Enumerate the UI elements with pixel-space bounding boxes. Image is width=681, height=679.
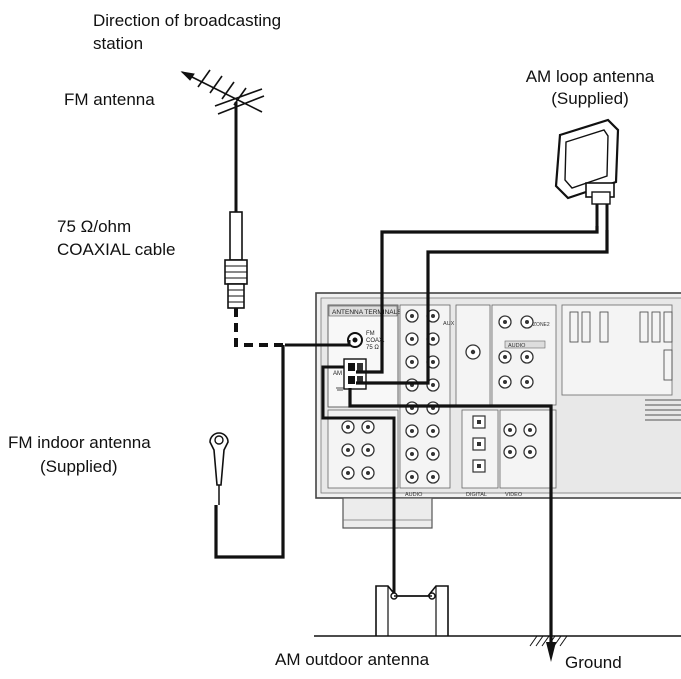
direction-label-line2: station	[93, 34, 144, 53]
am-terminal-text: AM	[333, 371, 342, 377]
video-text: VIDEO	[505, 492, 523, 498]
fm-terminal-text-1: FM	[366, 331, 375, 337]
coaxial-cable-label-line2: COAXIAL cable	[57, 240, 176, 259]
zone2-text: ZONE2	[533, 322, 550, 328]
fm-indoor-antenna-label-line1: FM indoor antenna	[8, 433, 151, 452]
coaxial-cable-dashed	[234, 308, 285, 347]
am-loop-antenna	[554, 118, 620, 230]
am-loop-wire-2	[356, 230, 609, 385]
ground-wire	[348, 388, 553, 642]
fm-terminal-text-2: COAX.	[366, 338, 385, 344]
fm-antenna	[180, 69, 265, 212]
fm-indoor-antenna	[209, 345, 285, 559]
antenna-terminals-title: ANTENNA TERMINALS	[332, 309, 402, 316]
coaxial-cable-label-line1: 75 Ω/ohm	[57, 217, 132, 236]
audio-text-2: AUDIO	[508, 343, 526, 349]
fm-indoor-antenna-label-line2: (Supplied)	[40, 457, 118, 476]
am-outdoor-antenna	[375, 585, 449, 636]
ground-stake	[546, 642, 556, 662]
fm-antenna-label: FM antenna	[64, 90, 155, 109]
am-outdoor-antenna-label: AM outdoor antenna	[275, 650, 430, 669]
fm-terminal-text-3: 75 Ω	[366, 345, 379, 351]
am-loop-antenna-label-line1: AM loop antenna	[525, 67, 655, 86]
coaxial-cable-to-jack	[285, 340, 351, 347]
receiver-rear-panel: ANTENNA TERMINALS FM COAX. 75 Ω AM	[315, 292, 681, 529]
vent-slots	[561, 304, 681, 421]
antenna-terminals-block	[327, 304, 399, 408]
direction-label-line1: Direction of broadcasting	[93, 11, 282, 30]
am-loop-wire-1	[356, 226, 599, 374]
aux-text: AUX	[443, 321, 455, 327]
audio-text: AUDIO	[405, 492, 423, 498]
ground-label: Ground	[565, 653, 622, 672]
am-loop-antenna-label-line2: (Supplied)	[551, 89, 629, 108]
coaxial-connector	[224, 211, 248, 309]
digital-text: DIGITAL	[466, 492, 487, 498]
am-outdoor-antenna-wire	[321, 365, 396, 596]
